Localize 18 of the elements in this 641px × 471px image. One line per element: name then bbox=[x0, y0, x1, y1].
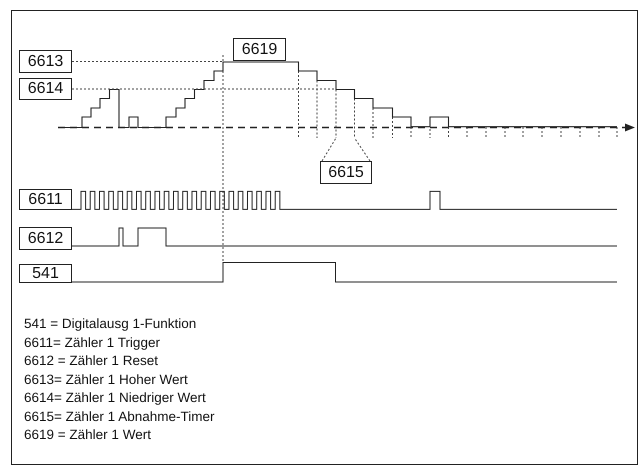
parameter-label-box: 6614 bbox=[19, 78, 72, 100]
definition-text: 6611= Zähler 1 Trigger bbox=[24, 334, 160, 352]
leader-line bbox=[322, 138, 336, 162]
leader-line bbox=[72, 88, 336, 90]
definition-text: 541 = Digitalausg 1-Funktion bbox=[24, 315, 196, 333]
definition-text: 6614= Zähler 1 Niedriger Wert bbox=[24, 389, 206, 407]
definition-text: 6613= Zähler 1 Hoher Wert bbox=[24, 370, 188, 388]
definition-text: 6615= Zähler 1 Abnahme-Timer bbox=[24, 408, 214, 426]
parameter-label-box: 6619 bbox=[233, 38, 286, 61]
definition-text: 6612 = Zähler 1 Reset bbox=[24, 352, 158, 370]
parameter-label-box: 6613 bbox=[19, 50, 72, 73]
leader-line bbox=[72, 61, 224, 62]
parameter-label-box: 6611 bbox=[19, 189, 72, 210]
parameter-label-box: 541 bbox=[19, 264, 72, 283]
parameter-label-box: 6615 bbox=[320, 161, 372, 184]
parameter-label-box: 6612 bbox=[19, 227, 72, 250]
leader-line bbox=[354, 138, 370, 162]
definition-text: 6619 = Zähler 1 Wert bbox=[24, 426, 151, 444]
